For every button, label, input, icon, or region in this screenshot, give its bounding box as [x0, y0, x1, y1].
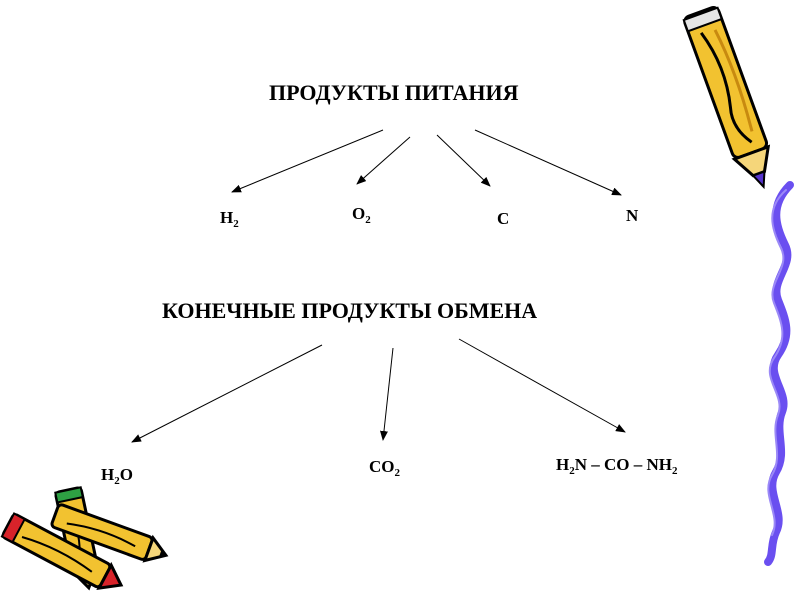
arrow-to-c — [436, 134, 491, 187]
product-o2-base: O — [352, 204, 366, 223]
arrow-to-urea — [458, 338, 626, 433]
arrow-to-h2 — [231, 129, 384, 193]
product-urea-p1: H — [556, 455, 570, 474]
product-o2: O2 — [352, 204, 371, 226]
top-title: ПРОДУКТЫ ПИТАНИЯ — [269, 80, 519, 105]
product-c: C — [497, 209, 509, 229]
product-h2: H2 — [220, 208, 239, 230]
product-h2o: H2O — [101, 465, 133, 487]
arrow-to-h2o — [131, 344, 323, 443]
product-co2: CO2 — [369, 457, 401, 479]
product-h2-base: H — [220, 208, 234, 227]
product-h2o-base: H — [101, 465, 115, 484]
product-urea-s2: 2 — [672, 465, 678, 477]
product-urea: H2N – CO – NH2 — [556, 455, 678, 477]
product-urea-s1: 2 — [569, 465, 575, 477]
arrow-to-o2 — [356, 136, 411, 185]
product-c-base: C — [497, 209, 510, 228]
product-co2-base: CO — [369, 457, 395, 476]
product-n-base: N — [626, 206, 639, 225]
bottom-title: КОНЕЧНЫЕ ПРОДУКТЫ ОБМЕНА — [162, 298, 538, 323]
product-co2-sub: 2 — [394, 467, 401, 479]
product-h2-sub: 2 — [233, 218, 239, 230]
product-n: N — [626, 206, 638, 226]
product-h2o-sub: 2 — [114, 475, 120, 487]
product-o2-sub: 2 — [365, 214, 371, 226]
arrow-to-co2 — [379, 347, 394, 441]
product-urea-p2: N – CO – NH — [574, 455, 673, 474]
product-h2o-tail: O — [119, 465, 133, 484]
arrow-to-n — [474, 129, 622, 196]
